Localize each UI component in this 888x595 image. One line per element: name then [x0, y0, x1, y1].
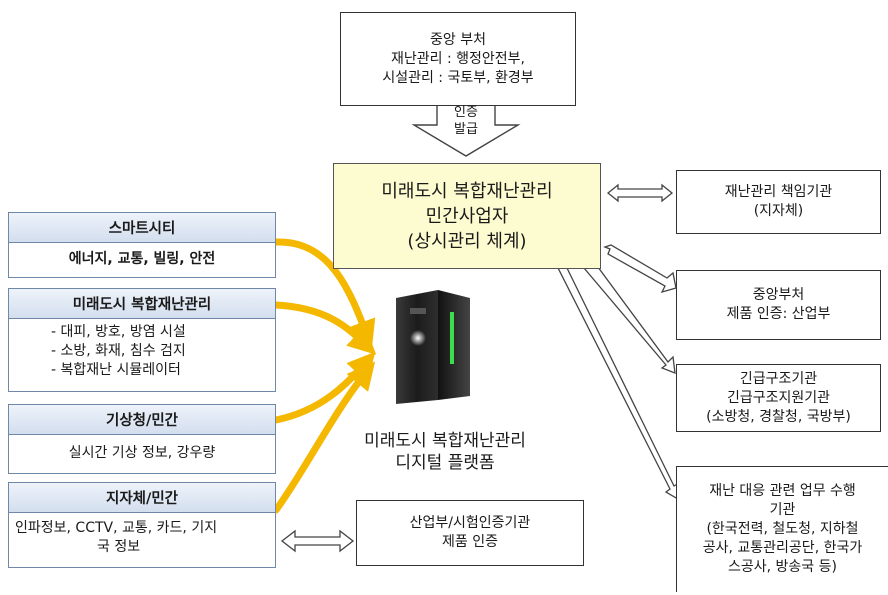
emergency-rescue-box: 긴급구조기관 긴급구조지원기관 (소방청, 경찰청, 국방부) [676, 364, 881, 432]
panel-body-line: 에너지, 교통, 빌링, 안전 [68, 250, 216, 267]
panel-header: 스마트시티 [9, 213, 275, 243]
private-operator-line1: 미래도시 복합재난관리 [381, 180, 553, 202]
panel-body-line: - 소방, 화재, 침수 검지 [51, 343, 186, 359]
disaster-responsible-box: 재난관리 책임기관 (지자체) [676, 170, 881, 234]
cert-agency-line2: 제품 인증 [442, 534, 498, 550]
server-icon [396, 290, 470, 404]
central-ministry-box: 중앙 부처 재난관리 : 행정안전부, 시설관리 : 국토부, 환경부 [340, 12, 576, 106]
double-arrow-icon-right2 [603, 244, 677, 294]
panel-body-line: - 복합재난 시뮬레이터 [51, 362, 181, 378]
certification-label: 인증 발급 [454, 105, 478, 137]
panel-smart-city: 스마트시티 에너지, 교통, 빌링, 안전 [8, 212, 276, 278]
panel-header: 지자체/민간 [9, 483, 275, 513]
platform-line1: 미래도시 복합재난관리 [364, 431, 526, 451]
central-ministry-line2: 시설관리 : 국토부, 환경부 [382, 69, 534, 86]
central-ministry-title: 중앙 부처 [430, 31, 486, 48]
double-arrow-icon-right1 [606, 183, 674, 203]
panel-body-line: 인파정보, CCTV, 교통, 카드, 기지 [15, 520, 218, 536]
flow-arrow-4 [272, 361, 376, 514]
flow-arrow-2 [272, 301, 377, 355]
panel-body-line: - 대피, 방호, 방염 시설 [51, 324, 186, 340]
platform-line2: 디지털 플랫폼 [395, 453, 495, 473]
central-ministry-line1: 재난관리 : 행정안전부, [391, 50, 525, 67]
private-operator-line2: 민간사업자 [425, 205, 509, 227]
panel-header: 기상청/민간 [9, 405, 275, 435]
panel-disaster-management: 미래도시 복합재난관리 - 대피, 방호, 방염 시설 - 소방, 화재, 침수… [8, 288, 276, 392]
panel-header: 미래도시 복합재난관리 [9, 289, 275, 319]
panel-weather: 기상청/민간 실시간 기상 정보, 강우량 [8, 404, 276, 474]
private-operator-box: 미래도시 복합재난관리 민간사업자 (상시관리 체계) [333, 163, 601, 269]
response-agencies-box: 재난 대응 관련 업무 수행 기관 (한국전력, 철도청, 지하철 공사, 교통… [676, 466, 888, 592]
ministry-cert-box: 중앙부처 제품 인증: 산업부 [676, 270, 881, 340]
panel-local-gov: 지자체/민간 인파정보, CCTV, 교통, 카드, 기지 국 정보 [8, 482, 276, 568]
platform-label: 미래도시 복합재난관리 디지털 플랫폼 [340, 430, 550, 474]
panel-body-line: 국 정보 [97, 539, 141, 555]
cert-agency-line1: 산업부/시험인증기관 [409, 515, 531, 531]
flow-arrow-1 [272, 238, 376, 349]
panel-body-line: 실시간 기상 정보, 강우량 [68, 444, 216, 461]
certification-agency-box: 산업부/시험인증기관 제품 인증 [356, 500, 584, 566]
private-operator-line3: (상시관리 체계) [407, 230, 527, 252]
double-arrow-icon-bottom [280, 529, 355, 553]
